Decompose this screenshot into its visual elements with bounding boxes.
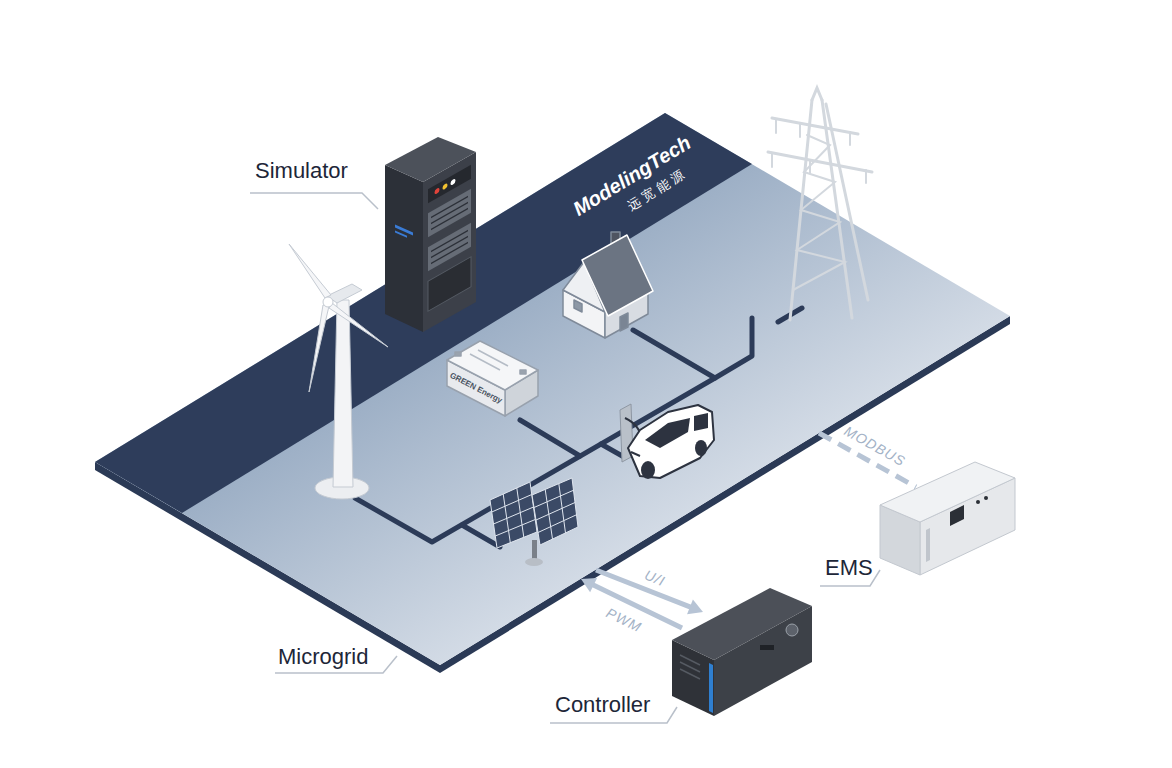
controller-device xyxy=(672,588,812,716)
platform-outline xyxy=(778,308,802,322)
microgrid-platform: Microgrid Simulator xyxy=(95,100,1012,675)
solar-panel xyxy=(532,540,537,560)
battery-icon xyxy=(520,370,526,374)
controller-device xyxy=(709,663,713,713)
ems-device xyxy=(880,462,1015,522)
simulator-cabinet xyxy=(431,231,468,264)
callout-label: Controller xyxy=(555,692,650,717)
platform-outline xyxy=(355,378,715,542)
leader-line xyxy=(250,193,378,209)
simulator-cabinet xyxy=(395,224,413,240)
electric-car xyxy=(695,440,707,456)
platform-outline xyxy=(462,525,500,547)
wind-turbine xyxy=(289,244,331,298)
signal-label: U/I xyxy=(642,567,667,590)
electric-car xyxy=(641,461,655,479)
ems-device xyxy=(950,505,964,526)
simulator-cabinet xyxy=(431,197,468,230)
signal-label: MODBUS xyxy=(842,423,909,470)
wind-turbine xyxy=(323,297,333,307)
platform-outline xyxy=(95,100,1012,675)
controller-device xyxy=(760,645,774,650)
battery-icon xyxy=(455,352,461,356)
simulator-cabinet xyxy=(385,137,476,332)
platform-outline xyxy=(95,113,752,513)
simulator-cabinet xyxy=(395,230,407,237)
controller-device xyxy=(672,588,812,660)
simulator-cabinet xyxy=(451,178,456,186)
simulator-cabinet xyxy=(385,165,423,332)
platform-outline xyxy=(355,308,802,547)
controller-device xyxy=(786,624,798,636)
transmission-tower xyxy=(768,118,872,172)
battery-icon xyxy=(470,350,508,370)
solar-panel xyxy=(525,558,543,566)
simulator-cabinet xyxy=(435,187,440,195)
simulator-cabinet xyxy=(395,224,413,235)
controller-device xyxy=(680,655,700,679)
simulator-cabinet xyxy=(443,183,448,191)
platform-outline xyxy=(440,316,1010,673)
solar-panel xyxy=(492,488,536,543)
wind-turbine xyxy=(333,300,353,487)
ems-device xyxy=(926,528,930,562)
ems-device xyxy=(984,496,988,500)
electric-car xyxy=(694,413,708,431)
simulator-cabinet xyxy=(423,152,476,332)
solar-panel xyxy=(534,484,577,539)
ems-device xyxy=(976,500,980,504)
transmission-tower xyxy=(812,88,822,100)
transmission-tower xyxy=(772,120,866,183)
electric-car xyxy=(631,452,640,456)
callout-label: Microgrid xyxy=(278,644,368,669)
simulator-cabinet xyxy=(428,257,471,311)
callout-label: EMS xyxy=(825,555,873,580)
platform-outline xyxy=(601,444,624,457)
electric-car xyxy=(645,418,690,448)
simulator-cabinet xyxy=(428,165,471,311)
platform-outline xyxy=(95,113,1010,665)
house-icon xyxy=(574,300,582,312)
platform-outline xyxy=(633,318,752,378)
house-icon xyxy=(620,313,628,331)
arrow-head xyxy=(687,599,703,614)
callout-label: Simulator xyxy=(255,158,348,183)
platform-outline xyxy=(520,420,580,456)
